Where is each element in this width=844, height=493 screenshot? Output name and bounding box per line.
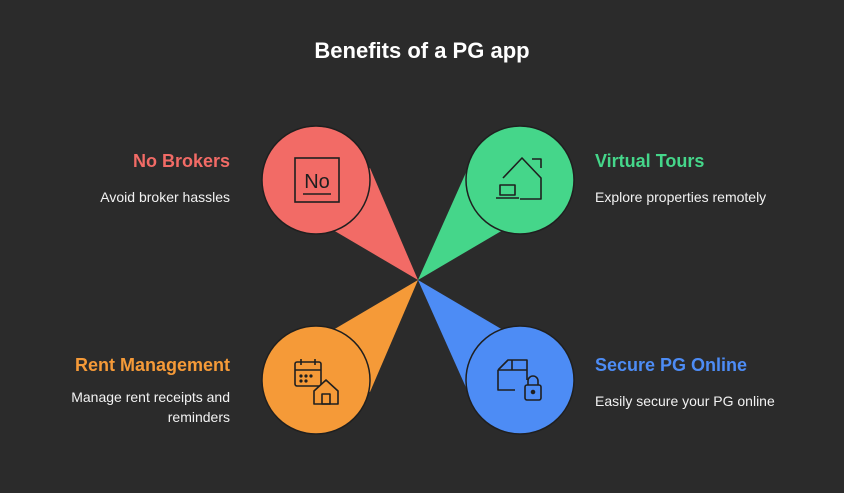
benefit-desc-rent-management: Manage rent receipts and reminders <box>71 389 230 425</box>
petal-rent-management <box>261 280 418 435</box>
petal-secure-pg-online-circle <box>465 325 575 435</box>
no-sign-icon-text: No <box>304 171 330 193</box>
benefit-desc-no-brokers: Avoid broker hassles <box>100 189 230 205</box>
petal-secure-pg-online <box>418 280 575 435</box>
page-title: Benefits of a PG app <box>314 38 530 63</box>
benefit-heading-secure-pg-online: Secure PG Online <box>595 355 748 375</box>
benefit-desc-secure-pg-online: Easily secure your PG online <box>595 393 775 409</box>
petal-no-brokers: No <box>261 125 418 280</box>
box-lock-icon <box>497 359 542 401</box>
petal-rent-management-circle <box>261 325 371 435</box>
benefit-heading-virtual-tours: Virtual Tours <box>595 151 705 171</box>
petal-virtual-tours <box>418 125 575 280</box>
no-sign-icon: No <box>294 157 340 203</box>
benefit-desc-virtual-tours: Explore properties remotely <box>595 189 767 205</box>
benefit-heading-no-brokers: No Brokers <box>132 151 230 171</box>
benefit-heading-rent-management: Rent Management <box>74 355 230 375</box>
calendar-house-icon <box>294 359 339 405</box>
house-laptop-icon <box>496 157 542 200</box>
petal-virtual-tours-circle <box>465 125 575 235</box>
petal-no-brokers-circle <box>261 125 371 235</box>
